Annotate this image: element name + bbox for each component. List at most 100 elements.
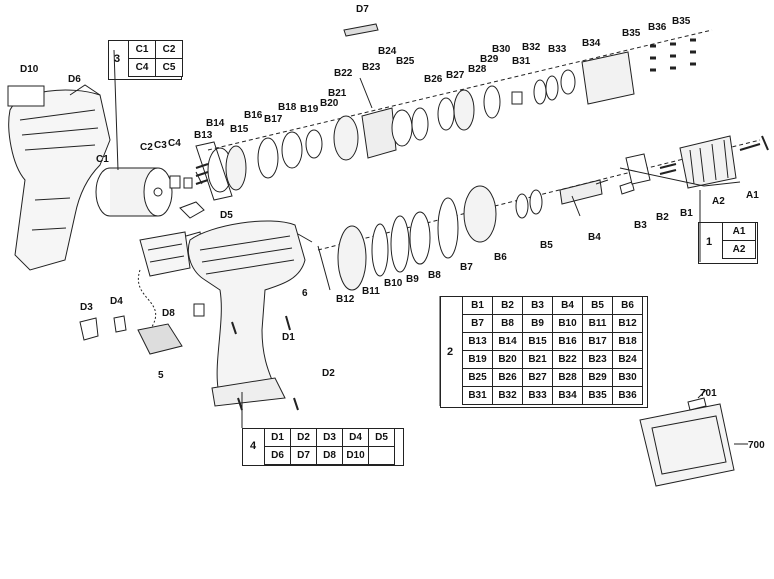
callout-a2: A2: [712, 196, 725, 207]
callout-d4: D4: [110, 296, 123, 307]
g2-cell: B8: [492, 314, 523, 333]
g2-cell: B26: [492, 368, 523, 387]
g2-cell: B20: [492, 350, 523, 369]
motor-c1: [95, 167, 173, 217]
callout-b33: B33: [548, 44, 567, 55]
group-4-number: 4: [250, 440, 257, 452]
g2-cell: B22: [552, 350, 583, 369]
screw-a1: [739, 135, 769, 151]
g2-cell: B3: [522, 296, 553, 315]
part-b3: [619, 181, 635, 195]
screw-c4: [195, 163, 209, 185]
callout-b1: B1: [680, 208, 693, 219]
callout-c1: C1: [96, 154, 109, 165]
g2-cell: B6: [612, 296, 643, 315]
g2-cell: B19: [462, 350, 493, 369]
g2-cell: B29: [582, 368, 613, 387]
callout-b5: B5: [540, 240, 553, 251]
g2-cell: B23: [582, 350, 613, 369]
callout-b22: B22: [334, 68, 353, 79]
g2-cell: B10: [552, 314, 583, 333]
g2-cell: B13: [462, 332, 493, 351]
callout-d5: D5: [220, 210, 233, 221]
callout-b17: B17: [264, 114, 283, 125]
callout-b32: B32: [522, 42, 541, 53]
callout-b9: B9: [406, 274, 419, 285]
g2-cell: B18: [612, 332, 643, 351]
g2-cell: B33: [522, 386, 553, 405]
callout-b35-left: B35: [622, 28, 641, 39]
g2-cell: B17: [582, 332, 613, 351]
callout-c2: C2: [140, 142, 153, 153]
g2-cell: B16: [552, 332, 583, 351]
callout-b15: B15: [230, 124, 249, 135]
bracket-b13: [195, 141, 233, 201]
gear-rings-lower: [337, 185, 543, 291]
g4-cell: [368, 446, 395, 465]
parts-b35-b36: [650, 38, 696, 72]
callout-b24: B24: [378, 46, 397, 57]
callout-d6: D6: [68, 74, 81, 85]
callout-b26: B26: [424, 74, 443, 85]
callout-b19: B19: [300, 104, 319, 115]
g2-cell: B31: [462, 386, 493, 405]
g2-cell: B9: [522, 314, 553, 333]
callout-b2: B2: [656, 212, 669, 223]
callout-c3: C3: [154, 140, 167, 151]
g2-cell: B34: [552, 386, 583, 405]
group-2-number: 2: [447, 346, 454, 358]
gear-housing-b21: [361, 107, 397, 159]
group-1-cell: A2: [722, 240, 756, 259]
callout-b30: B30: [492, 44, 511, 55]
group-3-cell: C1: [128, 40, 156, 59]
callout-b12: B12: [336, 294, 355, 305]
callout-b7: B7: [460, 262, 473, 273]
callout-b14: B14: [206, 118, 225, 129]
callout-b25: B25: [396, 56, 415, 67]
callout-b18: B18: [278, 102, 297, 113]
callout-a1: A1: [746, 190, 759, 201]
g2-cell: B27: [522, 368, 553, 387]
group-1-cell: A1: [722, 222, 756, 241]
g2-cell: B28: [552, 368, 583, 387]
callout-b21: B21: [328, 88, 347, 99]
battery-5: [137, 323, 183, 355]
callout-d2: D2: [322, 368, 335, 379]
part-c3: [183, 177, 193, 189]
group-3-cell: C5: [155, 58, 183, 77]
callout-d1: D1: [282, 332, 295, 343]
main-housing-d2: [187, 220, 306, 389]
callout-b35-right: B35: [672, 16, 691, 27]
g2-cell: B21: [522, 350, 553, 369]
gear-case-b34: [581, 51, 635, 105]
carry-case-700: [639, 403, 735, 487]
g4-cell: D5: [368, 428, 395, 447]
g2-cell: B15: [522, 332, 553, 351]
callout-b34: B34: [582, 38, 601, 49]
badge-d10: [7, 85, 45, 107]
callout-701: 701: [700, 388, 717, 399]
callout-b27: B27: [446, 70, 465, 81]
callout-700: 700: [748, 440, 765, 451]
part-c2: [169, 175, 181, 189]
g4-cell: D4: [342, 428, 369, 447]
g2-cell: B12: [612, 314, 643, 333]
part-d5: [179, 201, 205, 219]
callout-b36: B36: [648, 22, 667, 33]
callout-b10: B10: [384, 278, 403, 289]
g4-cell: D1: [264, 428, 291, 447]
callout-d7: D7: [356, 4, 369, 15]
callout-b20: B20: [320, 98, 339, 109]
g4-cell: D8: [316, 446, 343, 465]
g2-cell: B35: [582, 386, 613, 405]
callout-b3: B3: [634, 220, 647, 231]
g4-cell: D10: [342, 446, 369, 465]
part-d4: [113, 315, 127, 333]
g2-cell: B25: [462, 368, 493, 387]
chuck-a2: [679, 135, 737, 189]
callout-b6: B6: [494, 252, 507, 263]
callout-b4: B4: [588, 232, 601, 243]
leader-701: [697, 389, 707, 399]
